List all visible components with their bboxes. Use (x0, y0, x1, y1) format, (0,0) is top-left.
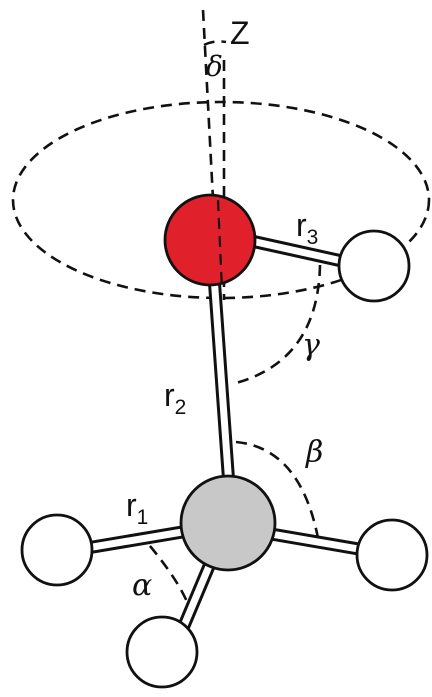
hydrogen-atom-bottom (125, 615, 199, 689)
delta-angle-arc (203, 40, 227, 47)
r2-label-sub: 2 (175, 396, 187, 419)
r2-label-main: r (164, 377, 175, 413)
r2-label: r2 (164, 377, 186, 419)
alpha-label: α (132, 568, 152, 603)
hydrogen-atom-right (355, 518, 429, 592)
r3-label: r3 (296, 207, 318, 249)
gamma-angle-arc (235, 264, 322, 385)
r3-label-main: r (296, 207, 307, 243)
r1-label-main: r (126, 487, 137, 523)
gamma-label: γ (302, 328, 320, 363)
hydrogen-atom-upper-right (337, 229, 411, 303)
rotation-ellipse (11, 100, 431, 300)
r3-label-sub: 3 (307, 226, 319, 249)
beta-label: β (305, 435, 323, 470)
oxygen-atom (163, 193, 257, 287)
carbon-atom (179, 474, 277, 572)
z-axis-overlay (216, 199, 224, 291)
r1-label-sub: 1 (137, 506, 149, 529)
bond-r2 (207, 269, 237, 507)
r1-label: r1 (126, 487, 148, 529)
alpha-angle-arc (148, 545, 190, 605)
hydrogen-atom-left (20, 513, 94, 587)
delta-label: δ (206, 50, 223, 83)
beta-angle-arc (235, 440, 320, 539)
z-axis-label: Z (230, 15, 250, 51)
